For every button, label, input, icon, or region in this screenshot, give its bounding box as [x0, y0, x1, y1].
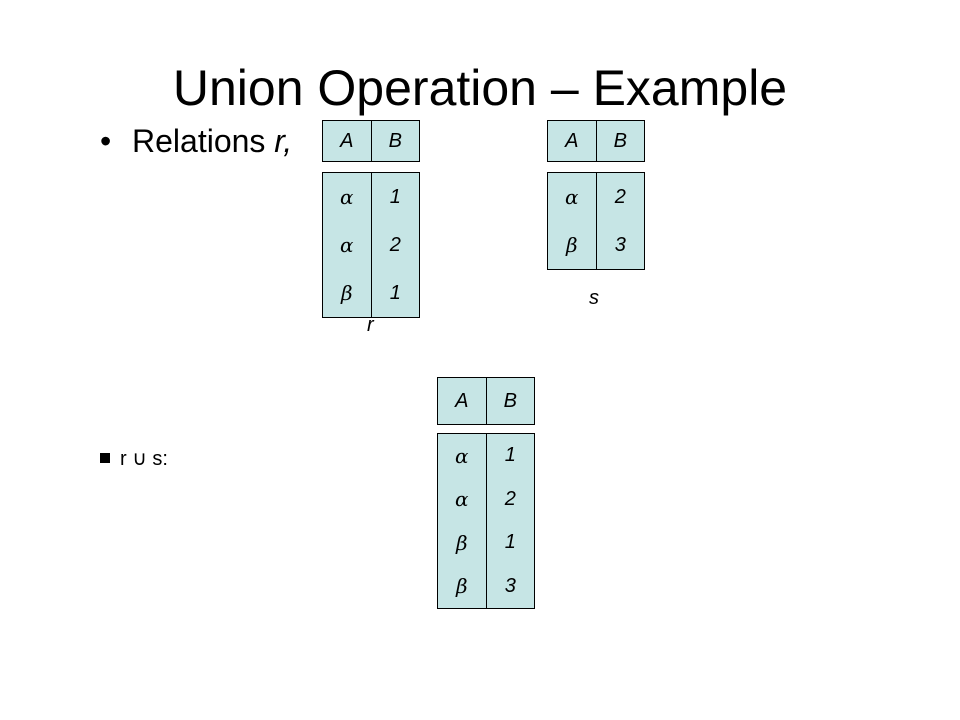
cell: α: [564, 185, 579, 209]
relation-s-label: s: [589, 287, 599, 309]
bullet-text: Relations: [132, 123, 266, 159]
bullet-relations: • Relations r,: [100, 121, 292, 161]
relation-s-header: A B: [547, 120, 645, 162]
cell: 3: [504, 574, 516, 597]
relation-r-label: r: [367, 314, 374, 336]
cell: α: [454, 487, 469, 512]
relation-union-body: α α β β 1 2 1 3: [437, 433, 535, 609]
cell: β: [455, 574, 468, 599]
cell: 2: [614, 185, 626, 208]
bullet-dot: •: [100, 123, 112, 159]
header-a: A: [565, 129, 579, 152]
cell: 1: [504, 444, 516, 467]
relation-s-body: α β 2 3: [547, 172, 645, 270]
cell: 1: [389, 185, 401, 208]
sub-bullet-union: r ∪ s:: [100, 446, 168, 472]
column-b: 1 2 1 3: [485, 434, 535, 608]
cell: 3: [614, 233, 626, 256]
relation-r-body: α α β 1 2 1: [322, 172, 420, 318]
slide-title: Union Operation – Example: [172, 60, 788, 116]
header-a: A: [340, 129, 354, 152]
square-bullet-icon: [100, 453, 110, 463]
header-a: A: [455, 389, 469, 412]
column-a: α α β β: [438, 434, 486, 608]
header-b: B: [595, 121, 645, 161]
union-expression: r ∪ s:: [120, 448, 168, 470]
cell: α: [339, 233, 354, 257]
cell: 1: [504, 531, 516, 554]
cell: β: [455, 530, 468, 555]
cell: 2: [389, 233, 401, 256]
header-b: B: [485, 378, 535, 424]
column-a: α α β: [323, 173, 371, 317]
column-b: 1 2 1: [370, 173, 420, 317]
cell: 1: [389, 281, 401, 304]
cell: α: [454, 443, 469, 468]
cell: β: [340, 281, 353, 305]
cell: α: [339, 185, 354, 209]
cell: 2: [504, 487, 516, 510]
cell: β: [565, 233, 578, 257]
relation-union-header: A B: [437, 377, 535, 425]
column-a: α β: [548, 173, 596, 269]
column-b: 2 3: [595, 173, 645, 269]
header-b: B: [370, 121, 420, 161]
relation-r-header: A B: [322, 120, 420, 162]
bullet-var-r: r,: [274, 123, 293, 159]
